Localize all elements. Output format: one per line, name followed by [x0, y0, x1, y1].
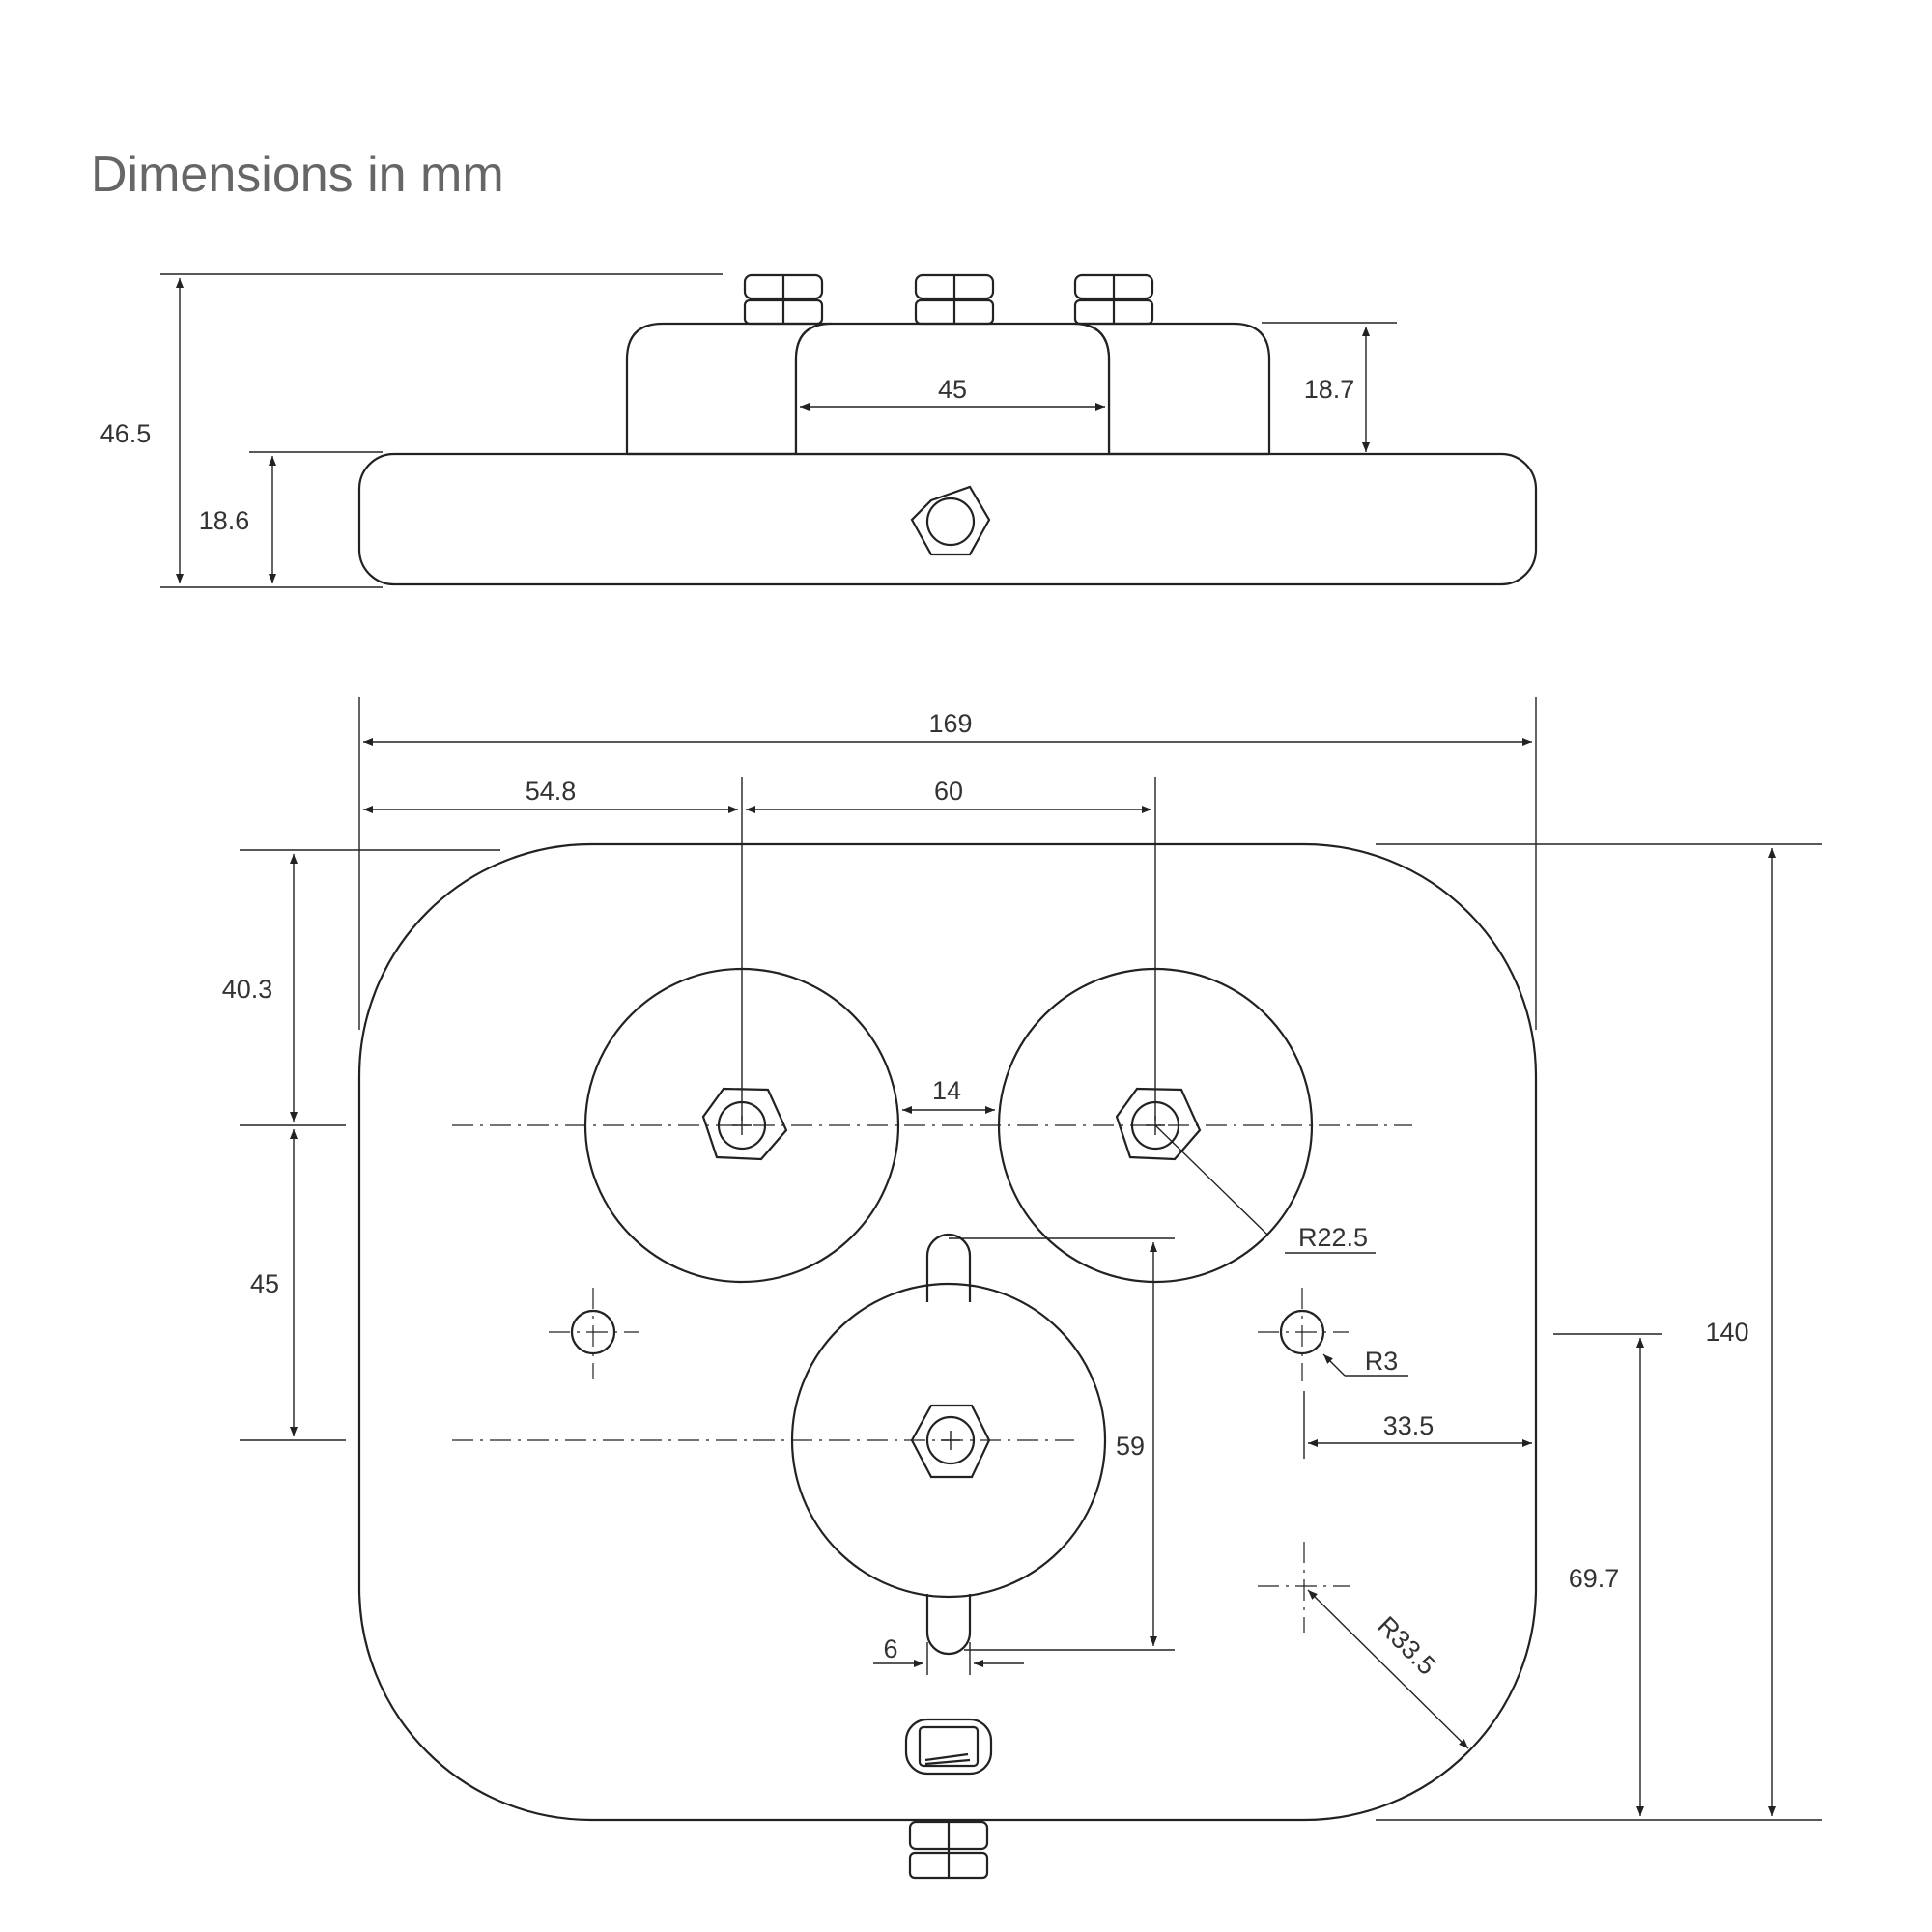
- top-view: 169 54.8 60 40.3 45 14 R22.5 R3 33.5: [222, 697, 1822, 1880]
- dim-hole-height-from-bottom: 69.7: [1569, 1564, 1620, 1593]
- slot-top: [925, 1233, 972, 1302]
- slot-bottom: [925, 1594, 972, 1656]
- terminal-housing-lower: [790, 1282, 1107, 1599]
- top-base-plate: [357, 842, 1538, 1822]
- side-terminal-left: [743, 273, 824, 326]
- dim-housing-height: 18.7: [1304, 375, 1355, 404]
- dim-corner-radius: R33.5: [1372, 1611, 1441, 1681]
- side-terminal-right: [1073, 273, 1154, 326]
- dim-base-height: 18.6: [199, 506, 250, 535]
- dim-upper-to-lower-axis: 45: [250, 1269, 279, 1298]
- side-view: 46.5 18.6 18.7 45: [100, 273, 1538, 588]
- mounting-hole-left: [549, 1288, 639, 1379]
- hex-nut-upper-left: [701, 1087, 788, 1161]
- dim-axis-spacing: 60: [934, 777, 963, 806]
- dim-left-to-first-axis: 54.8: [526, 777, 577, 806]
- dim-total-height: 46.5: [100, 419, 152, 448]
- dim-hole-to-right-edge: 33.5: [1383, 1411, 1435, 1440]
- hex-nut-upper-right: [1115, 1087, 1202, 1161]
- dim-gap-between-circles: 14: [932, 1076, 961, 1105]
- page-title: Dimensions in mm: [91, 147, 504, 203]
- dim-slot-span: 59: [1116, 1432, 1145, 1461]
- dim-hole-radius: R3: [1365, 1347, 1399, 1376]
- dim-top-to-upper-axis: 40.3: [222, 975, 273, 1004]
- dim-housing-width: 45: [938, 375, 967, 404]
- dim-circle-radius: R22.5: [1298, 1223, 1368, 1252]
- mounting-hole-right: [1258, 1288, 1349, 1381]
- hex-nut-lower: [910, 1404, 991, 1479]
- dim-slot-width: 6: [883, 1634, 897, 1663]
- side-base-plate: [357, 452, 1538, 586]
- dim-overall-height: 140: [1705, 1318, 1748, 1347]
- dim-overall-width: 169: [928, 709, 972, 738]
- bottom-cable-gland: [904, 1718, 993, 1880]
- side-hex-nut: [910, 485, 991, 556]
- side-terminal-center: [914, 273, 995, 326]
